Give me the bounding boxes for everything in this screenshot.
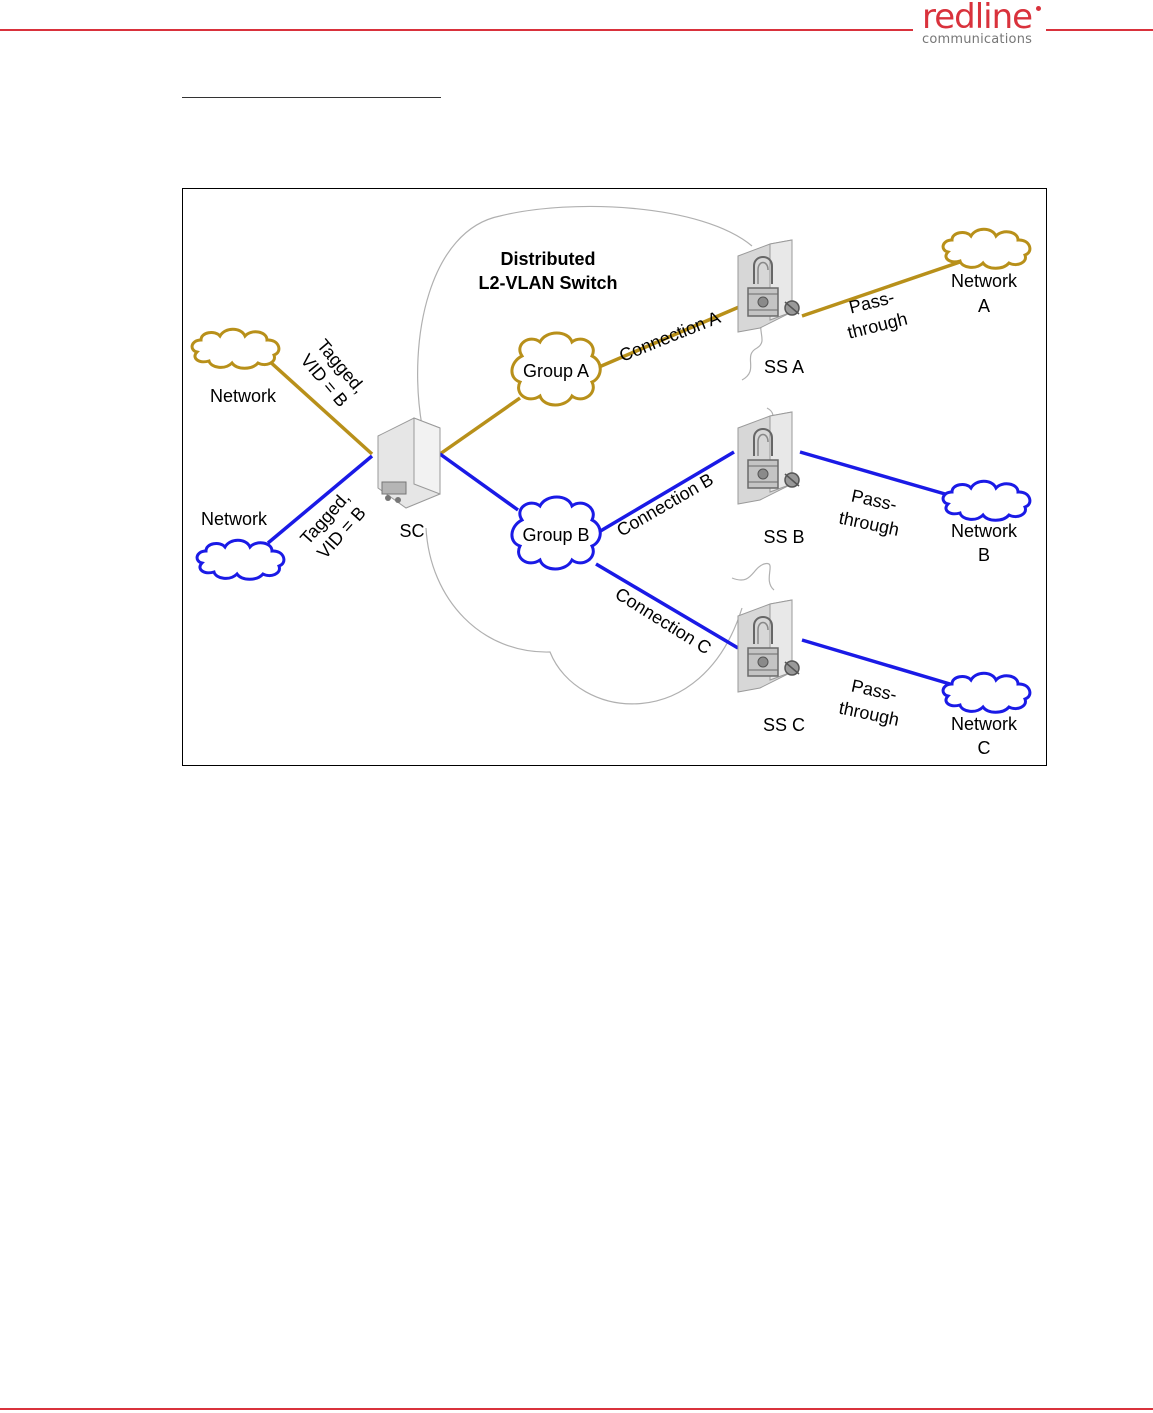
logo-subtext: communications bbox=[922, 33, 1042, 46]
sector-controller-device bbox=[378, 418, 440, 508]
sc-label: SC bbox=[399, 521, 424, 541]
network-b-line2: B bbox=[978, 545, 990, 565]
network-cloud-top-left bbox=[192, 329, 279, 368]
group-b-label: Group B bbox=[522, 525, 589, 545]
company-logo: redline communications bbox=[922, 0, 1042, 46]
footer-rule bbox=[0, 1408, 1153, 1410]
network-c-line1: Network bbox=[951, 714, 1018, 734]
left-network-bottom-label: Network bbox=[201, 509, 268, 529]
network-b-line1: Network bbox=[951, 521, 1018, 541]
header-rule-right bbox=[1046, 29, 1153, 31]
switch-title-line1: Distributed bbox=[500, 249, 595, 269]
network-c-line2: C bbox=[978, 738, 991, 758]
vlan-switch-diagram: Distributed L2-VLAN Switch Network Tagge… bbox=[182, 188, 1047, 766]
ss-b-label: SS B bbox=[763, 527, 804, 547]
group-a-label: Group A bbox=[523, 361, 589, 381]
network-cloud-c bbox=[943, 673, 1030, 712]
network-a-line2: A bbox=[978, 296, 990, 316]
header-rule-left bbox=[0, 29, 913, 31]
network-a-line1: Network bbox=[951, 271, 1018, 291]
network-cloud-b bbox=[943, 481, 1030, 520]
logo-text: redline bbox=[922, 0, 1042, 34]
network-cloud-a bbox=[943, 229, 1030, 268]
left-network-top-label: Network bbox=[210, 386, 277, 406]
switch-title-line2: L2-VLAN Switch bbox=[478, 273, 617, 293]
ss-a-label: SS A bbox=[764, 357, 804, 377]
network-cloud-bottom-left bbox=[197, 540, 284, 579]
section-heading-rule bbox=[182, 97, 441, 98]
logo-registered-mark bbox=[1036, 6, 1041, 11]
ss-c-label: SS C bbox=[763, 715, 805, 735]
